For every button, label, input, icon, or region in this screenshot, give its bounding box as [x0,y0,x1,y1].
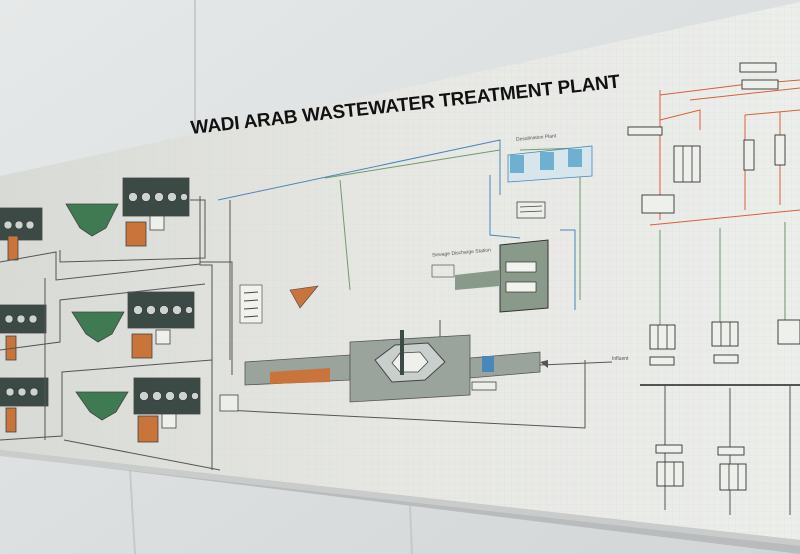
label-influent: Influent [612,356,629,362]
electrical-equipment-dividers [657,146,739,490]
process-lines [217,139,586,429]
sewage-station [431,239,549,313]
electrical-diagram [640,79,800,515]
influent-line [539,360,613,368]
board-edge-bottom [0,450,800,546]
headworks [219,284,541,412]
desalination-units [507,145,593,219]
aeration-trains [0,177,201,443]
wall-panel-seam [129,469,136,554]
wall-panel-seam [409,504,413,554]
electrical-equipment [627,62,800,491]
left-pipe-network [0,196,233,471]
